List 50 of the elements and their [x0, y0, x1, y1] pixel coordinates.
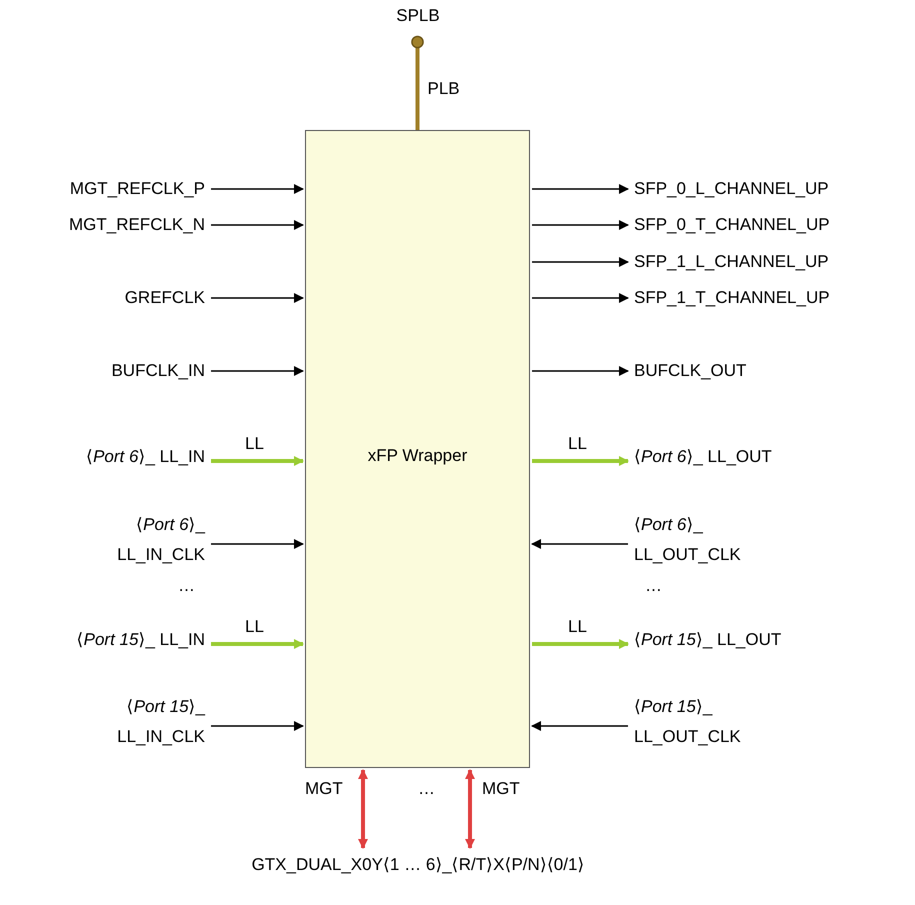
arrow: [532, 639, 629, 649]
arrow: [211, 366, 304, 376]
block-title: xFP Wrapper: [366, 445, 468, 467]
edge-label: MGT: [482, 778, 520, 800]
edge-label: LL: [568, 616, 587, 638]
signal-label: MGT_REFCLK_P: [0, 176, 205, 202]
edge-label: LL: [245, 616, 264, 638]
ellipsis-label: …: [418, 778, 435, 800]
ellipsis-label: …: [178, 575, 195, 597]
signal-label: ⟨Port 15⟩_ LL_IN_CLK: [60, 692, 205, 752]
arrow: [211, 220, 304, 230]
arrow: [532, 293, 629, 303]
arrow: [532, 184, 629, 194]
arrow: [211, 639, 304, 649]
signal-label: GTX_DUAL_X0Y⟨1 … 6⟩_⟨R/T⟩X⟨P/N⟩⟨0/1⟩: [60, 852, 776, 878]
arrow: [211, 184, 304, 194]
arrow: [531, 721, 628, 731]
signal-label: ⟨Port 15⟩_ LL_OUT: [634, 610, 794, 670]
arrow: [211, 721, 304, 731]
arrow: [532, 366, 629, 376]
signal-label: ⟨Port 6⟩_ LL_OUT_CLK: [634, 510, 794, 570]
signal-label: ⟨Port 6⟩_ LL_IN: [60, 427, 205, 487]
arrow: [211, 293, 304, 303]
signal-label: MGT_REFCLK_N: [0, 212, 205, 238]
signal-label: BUFCLK_OUT: [634, 358, 914, 384]
signal-label: SFP_0_L_CHANNEL_UP: [634, 176, 914, 202]
edge-label: LL: [568, 433, 587, 455]
signal-label: BUFCLK_IN: [0, 358, 205, 384]
arrow: [211, 539, 304, 549]
signal-label: ⟨Port 15⟩_ LL_IN: [60, 610, 205, 670]
signal-label: SPLB: [368, 4, 468, 28]
arrow: [358, 769, 368, 849]
arrow: [465, 769, 475, 849]
signal-label: SFP_0_T_CHANNEL_UP: [634, 212, 914, 238]
arrow: [532, 220, 629, 230]
edge-label: PLB: [428, 78, 460, 100]
signal-label: ⟨Port 6⟩_ LL_OUT: [634, 427, 794, 487]
signal-label: SFP_1_L_CHANNEL_UP: [634, 249, 914, 275]
signal-label: ⟨Port 6⟩_ LL_IN_CLK: [60, 510, 205, 570]
edge-label: MGT: [305, 778, 343, 800]
signal-label: GREFCLK: [0, 285, 205, 311]
signal-label: ⟨Port 15⟩_ LL_OUT_CLK: [634, 692, 794, 752]
ellipsis-label: …: [645, 575, 662, 597]
arrow: [532, 456, 629, 466]
wrapper-block: [305, 130, 530, 768]
signal-label: SFP_1_T_CHANNEL_UP: [634, 285, 914, 311]
arrow: [532, 257, 629, 267]
edge-label: LL: [245, 433, 264, 455]
arrow: [531, 539, 628, 549]
arrow: [211, 456, 304, 466]
